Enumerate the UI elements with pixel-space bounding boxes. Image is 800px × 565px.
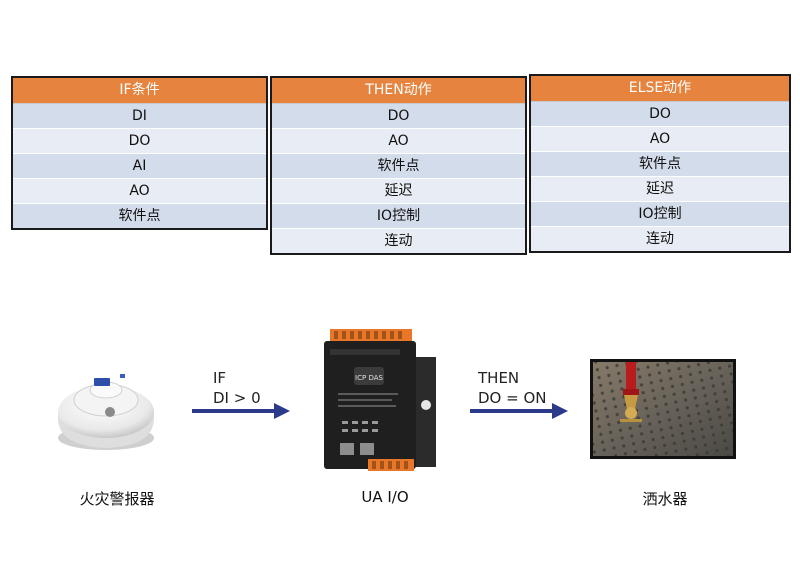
table-row: IO控制 [531, 202, 789, 227]
device-caption: UA I/O [361, 488, 409, 506]
table-row: 延迟 [272, 179, 525, 204]
table-row: AO [272, 129, 525, 154]
table-row: 连动 [531, 227, 789, 251]
table-row: 软件点 [272, 154, 525, 179]
table-row: AI [13, 154, 266, 179]
table-row: DI [13, 104, 266, 129]
table-header: THEN动作 [272, 78, 525, 104]
then-action-label: THEN DO = ON [478, 369, 547, 407]
table-row: AO [13, 179, 266, 204]
ua-io-device-image: ICP DAS [324, 329, 436, 471]
detector-caption: 火灾警报器 [79, 490, 155, 508]
table-header: ELSE动作 [531, 76, 789, 102]
fire-detector-image [58, 374, 154, 450]
arrow-right-icon [192, 403, 290, 419]
sprinkler-caption: 洒水器 [642, 490, 688, 508]
sprinkler-image [590, 359, 736, 459]
table-row: DO [272, 104, 525, 129]
table-row: DO [531, 102, 789, 127]
if-conditions-table: IF条件 DI DO AI AO 软件点 [11, 76, 268, 230]
table-row: 软件点 [13, 204, 266, 228]
device-logo-text: ICP DAS [355, 374, 383, 382]
arrow-right-icon [470, 403, 568, 419]
else-actions-table: ELSE动作 DO AO 软件点 延迟 IO控制 连动 [529, 74, 791, 253]
table-row: 软件点 [531, 152, 789, 177]
table-row: 连动 [272, 229, 525, 253]
table-row: DO [13, 129, 266, 154]
table-row: AO [531, 127, 789, 152]
then-actions-table: THEN动作 DO AO 软件点 延迟 IO控制 连动 [270, 76, 527, 255]
if-condition-label: IF DI > 0 [213, 369, 261, 407]
table-header: IF条件 [13, 78, 266, 104]
table-row: IO控制 [272, 204, 525, 229]
table-row: 延迟 [531, 177, 789, 202]
